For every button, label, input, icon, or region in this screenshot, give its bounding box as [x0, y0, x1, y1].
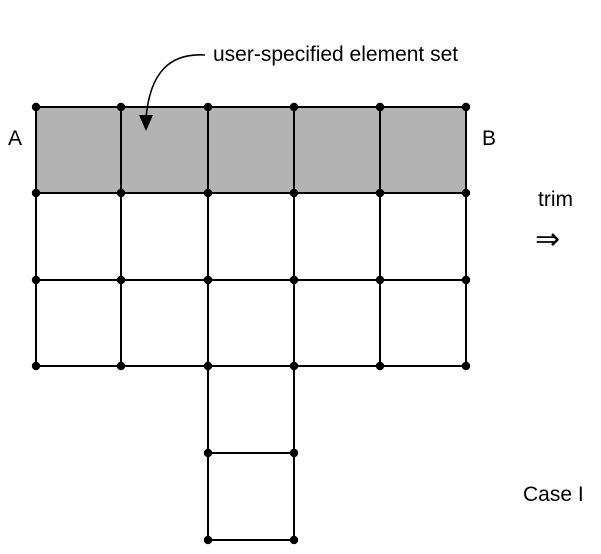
mesh-node [461, 361, 471, 371]
mesh-node [31, 102, 41, 112]
trim-arrow-icon: ⇒ [535, 223, 560, 256]
trim-label: trim [538, 188, 573, 211]
mesh-node [289, 448, 299, 458]
mesh-node [461, 275, 471, 285]
mesh-node [375, 102, 385, 112]
mesh-node [31, 275, 41, 285]
mesh-node [289, 535, 299, 545]
mesh-node [375, 275, 385, 285]
mesh-node [203, 361, 213, 371]
shaded-row [36, 107, 466, 193]
annotation-label: user-specified element set [213, 43, 458, 66]
mesh-node [203, 275, 213, 285]
mesh-node [461, 102, 471, 112]
mesh-node [375, 361, 385, 371]
mesh-node [203, 188, 213, 198]
annotation-arrowhead [139, 115, 153, 131]
mesh-node [289, 361, 299, 371]
shaded-element-set [36, 107, 466, 193]
mesh-nodes [31, 102, 471, 545]
mesh-node [31, 188, 41, 198]
mesh-node [116, 275, 126, 285]
annotation-leader-arrow [145, 54, 206, 119]
mesh-node [289, 102, 299, 112]
mesh-node [116, 361, 126, 371]
mesh-node [289, 188, 299, 198]
label-b: B [482, 127, 496, 150]
label-a: A [8, 127, 22, 150]
mesh-node [203, 535, 213, 545]
mesh-node [461, 188, 471, 198]
mesh-node [203, 448, 213, 458]
mesh-node [116, 188, 126, 198]
mesh-node [375, 188, 385, 198]
mesh-node [203, 102, 213, 112]
mesh-lines [35, 106, 467, 541]
case-label: Case I [523, 483, 584, 506]
mesh-node [289, 275, 299, 285]
mesh-node [31, 361, 41, 371]
mesh-node [116, 102, 126, 112]
